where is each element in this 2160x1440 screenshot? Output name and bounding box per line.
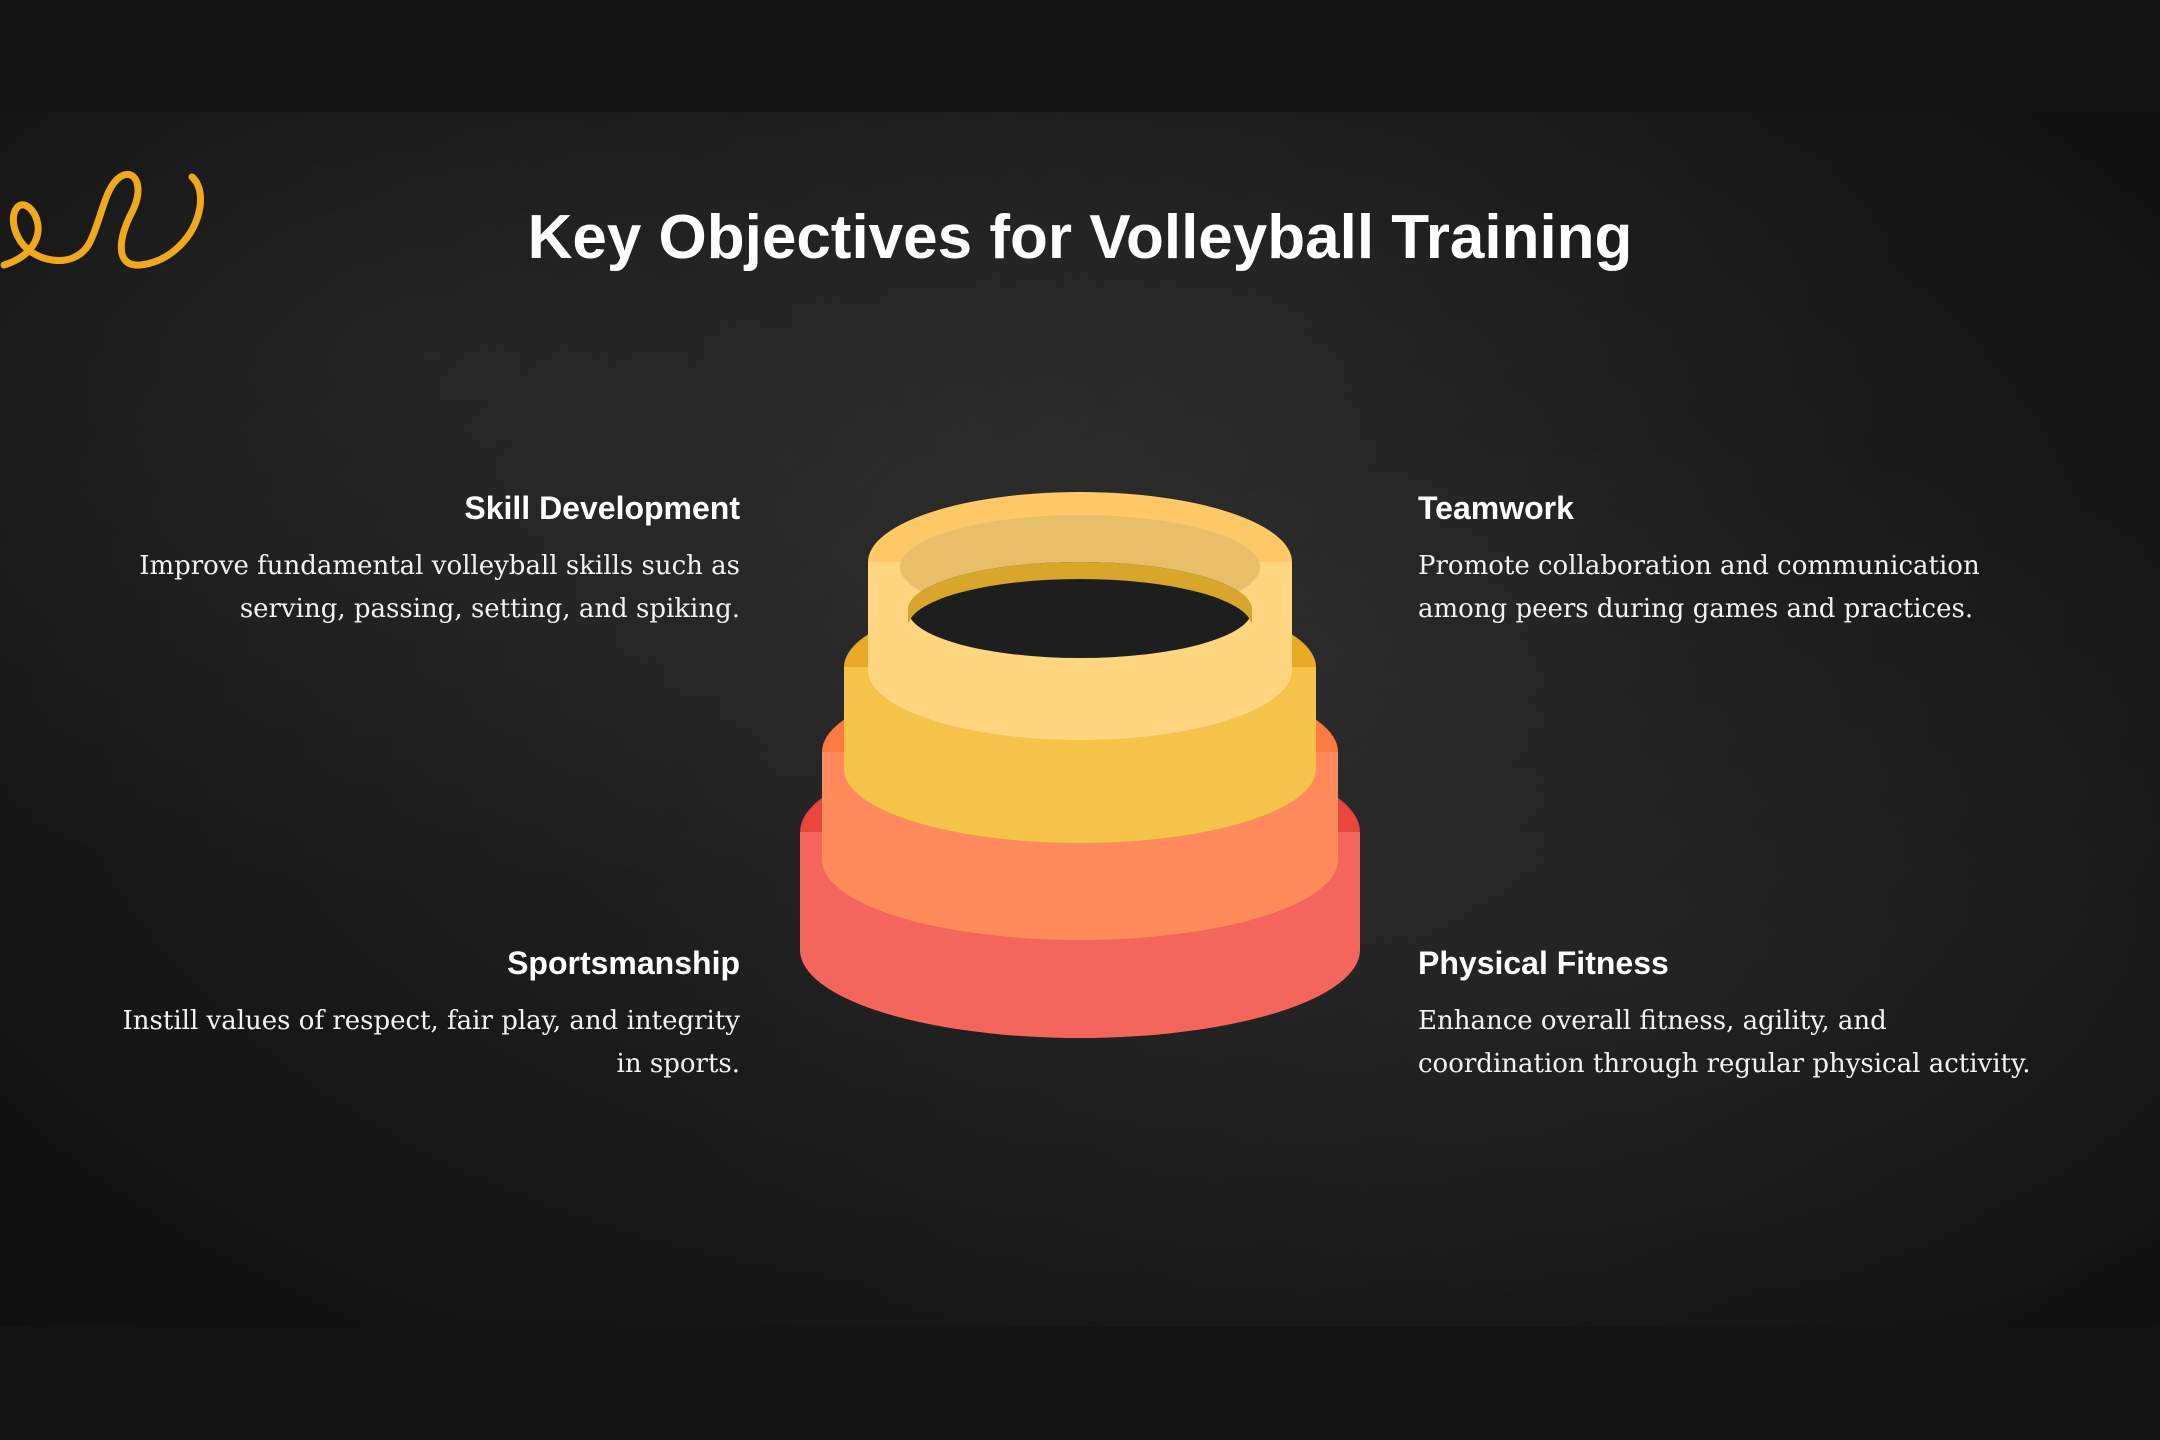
slide-title: Key Objectives for Volleyball Training (527, 203, 1633, 272)
objective-text: Promote collaboration and communication … (1418, 551, 1980, 624)
squiggle-doodle-icon (0, 171, 204, 269)
objective-physical-fitness: Physical Fitness Enhance overall fitness… (1418, 945, 2038, 1086)
objective-sportsmanship: Sportsmanship Instill values of respect,… (120, 945, 740, 1086)
slide: Key Objectives for Volleyball Training S… (0, 112, 2160, 1327)
objective-heading: Teamwork (1418, 490, 1574, 526)
objective-heading: Physical Fitness (1418, 945, 1669, 981)
objective-text: Instill values of respect, fair play, an… (122, 1006, 740, 1079)
objective-teamwork: Teamwork Promote collaboration and commu… (1418, 490, 2038, 631)
objective-skill-development: Skill Development Improve fundamental vo… (120, 490, 740, 631)
stacked-rings-icon (800, 492, 1360, 1038)
objective-text: Improve fundamental volleyball skills su… (139, 551, 740, 624)
objective-text: Enhance overall fitness, agility, and co… (1418, 1006, 2031, 1079)
objective-heading: Skill Development (464, 490, 740, 526)
objective-heading: Sportsmanship (507, 945, 740, 981)
ring-1 (868, 492, 1292, 740)
